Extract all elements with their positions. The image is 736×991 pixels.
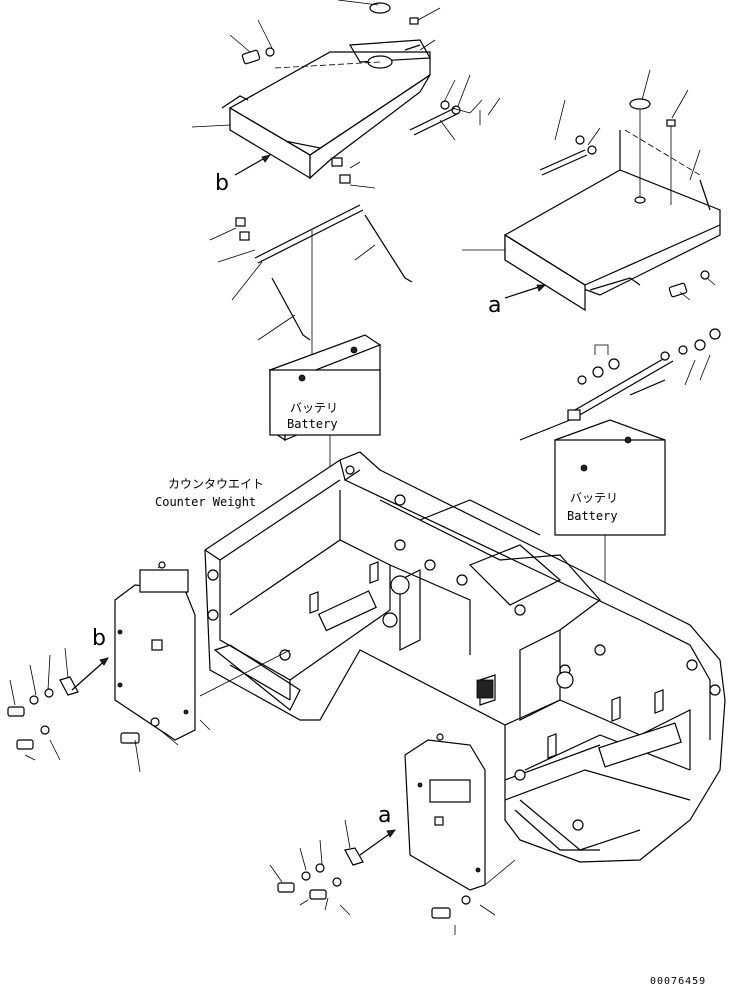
- leader-lines-top-left: [191, 0, 501, 141]
- counterweight-label: カウンタウエイト Counter Weight: [155, 477, 264, 509]
- battery-cover-left: [221, 39, 431, 180]
- counterweight-bolts: [207, 465, 721, 831]
- side-cover-right-hardware: a: [269, 803, 496, 935]
- battery-right-en: Battery: [567, 509, 618, 523]
- counterweight-jp: カウンタウエイト: [168, 477, 264, 491]
- battery-right-jp: バッテリ: [570, 491, 618, 505]
- counterweight-en: Counter Weight: [155, 495, 256, 509]
- view-a-arrow: a: [488, 284, 546, 318]
- battery-left: バッテリ Battery: [268, 334, 382, 570]
- view-b-label-top: b: [215, 171, 229, 196]
- view-b-label-side: b: [92, 626, 106, 651]
- cover-left-hardware: [241, 2, 483, 189]
- battery-left-jp: バッテリ: [290, 401, 338, 415]
- view-a-label-side: a: [378, 803, 391, 828]
- view-b-arrow: b: [215, 154, 271, 196]
- counterweight: [204, 451, 726, 863]
- leader-lines-top-right: [462, 69, 716, 301]
- holddown-right: [519, 328, 721, 441]
- battery-cover-right: [504, 98, 721, 312]
- drawing-number: 00076459: [650, 976, 706, 987]
- side-cover-left: [114, 561, 291, 741]
- view-a-label-top: a: [488, 293, 501, 318]
- holddown-left: [209, 204, 413, 370]
- battery-left-en: Battery: [287, 417, 338, 431]
- side-cover-left-hardware: b: [7, 626, 211, 773]
- side-cover-right: [404, 733, 516, 891]
- cover-right-hardware: [539, 135, 710, 298]
